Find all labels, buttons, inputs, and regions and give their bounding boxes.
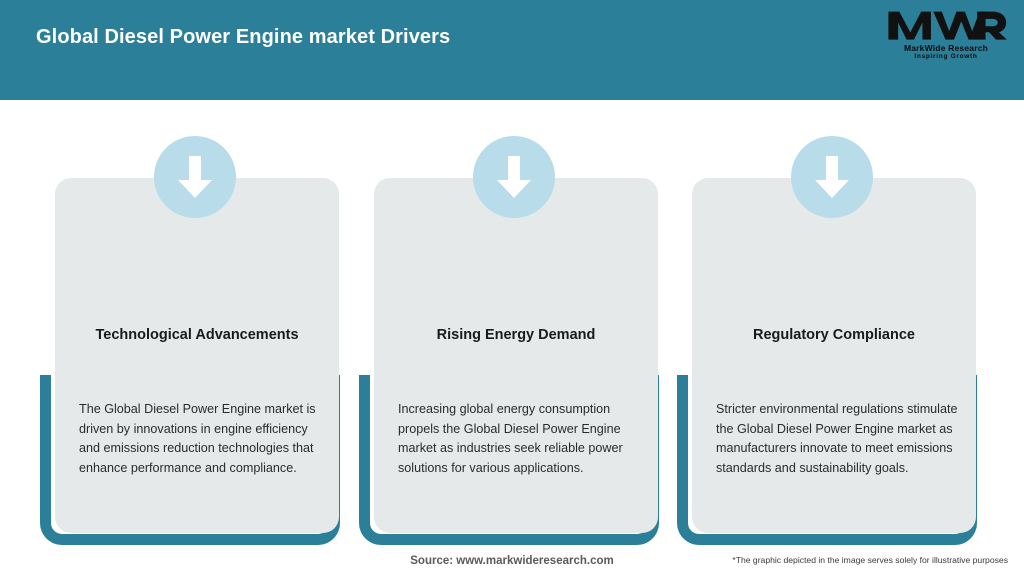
driver-card-group: Rising Energy Demand Increasing global e… — [355, 100, 673, 545]
arrow-down-icon — [791, 136, 873, 218]
page-title: Global Diesel Power Engine market Driver… — [36, 26, 451, 48]
driver-card-group: Regulatory Compliance Stricter environme… — [673, 100, 991, 545]
brand-tagline: Inspiring Growth — [914, 53, 978, 60]
brand-logo: MarkWide Research Inspiring Growth — [886, 8, 1007, 66]
drivers-card-area: Technological Advancements The Global Di… — [0, 100, 1024, 545]
source-label: Source: www.markwideresearch.com — [410, 555, 614, 567]
driver-card-body: Stricter environmental regulations stimu… — [716, 402, 958, 475]
driver-card[interactable]: Regulatory Compliance Stricter environme… — [692, 178, 976, 533]
driver-card-body: Increasing global energy consumption pro… — [398, 402, 623, 475]
brand-name: MarkWide Research — [903, 43, 989, 53]
mwr-logo-icon — [888, 11, 1007, 40]
driver-card-title: Technological Advancements — [95, 327, 299, 343]
driver-card[interactable]: Rising Energy Demand Increasing global e… — [374, 178, 658, 533]
driver-card-title: Regulatory Compliance — [753, 327, 915, 343]
driver-card-title: Rising Energy Demand — [436, 327, 596, 343]
driver-card-group: Technological Advancements The Global Di… — [36, 100, 354, 545]
driver-card-body: The Global Diesel Power Engine market is… — [79, 402, 316, 475]
disclaimer-label: *The graphic depicted in the image serve… — [732, 555, 1008, 565]
arrow-down-icon — [473, 136, 555, 218]
driver-card[interactable]: Technological Advancements The Global Di… — [55, 178, 339, 533]
header-bar: Global Diesel Power Engine market Driver… — [0, 0, 1024, 100]
arrow-down-icon — [154, 136, 236, 218]
